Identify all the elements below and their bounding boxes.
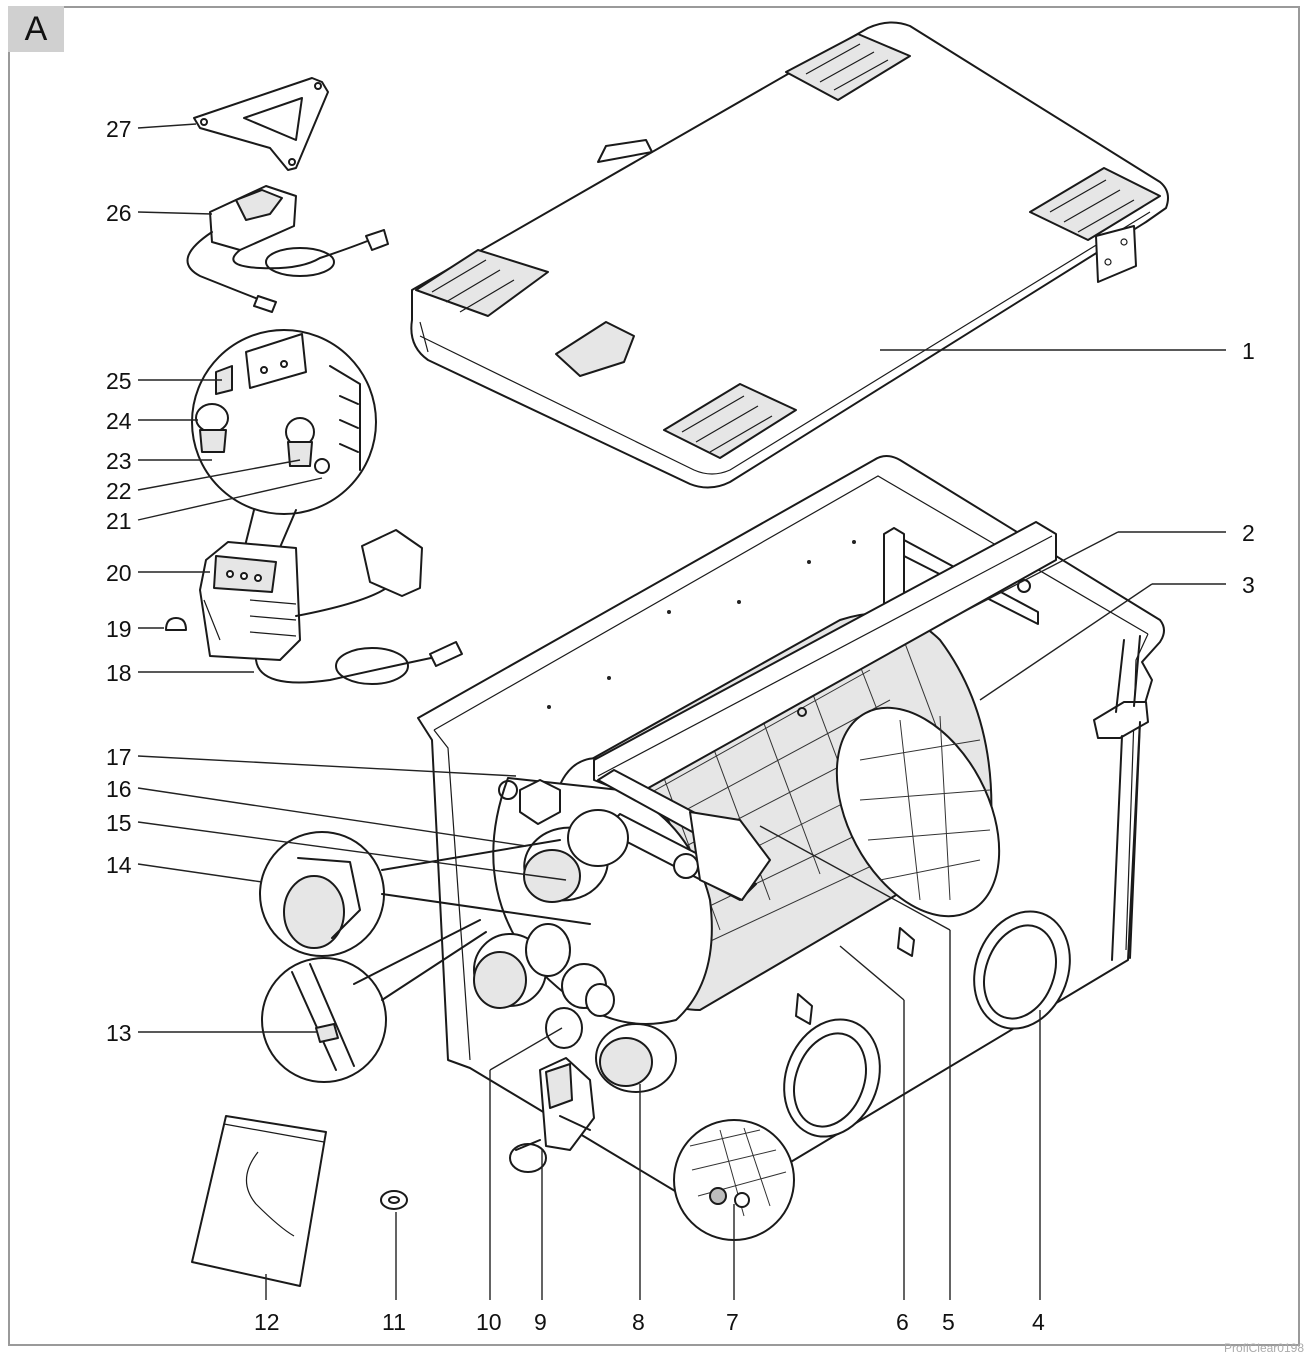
inlet-pipes bbox=[473, 809, 677, 1093]
callout-5: 5 bbox=[942, 1309, 955, 1335]
callout-19: 19 bbox=[106, 616, 132, 642]
figure-frame bbox=[8, 6, 1300, 1346]
support-bracket bbox=[897, 927, 915, 957]
callout-10: 10 bbox=[476, 1309, 502, 1335]
callout-23: 23 bbox=[106, 448, 132, 474]
detail-inset-13 bbox=[261, 919, 487, 1083]
callout-24: 24 bbox=[106, 408, 132, 434]
wall-bracket bbox=[193, 77, 329, 171]
callout-3: 3 bbox=[1242, 572, 1255, 598]
panel-tag: A bbox=[8, 6, 64, 52]
callout-21: 21 bbox=[106, 508, 132, 534]
callout-labels: 1 2 3 4 5 6 7 8 9 10 11 12 13 14 15 16 1… bbox=[106, 116, 1255, 1335]
callout-4: 4 bbox=[1032, 1309, 1045, 1335]
callout-26: 26 bbox=[106, 200, 132, 226]
callout-15: 15 bbox=[106, 810, 132, 836]
callout-20: 20 bbox=[106, 560, 132, 586]
accessory-bag bbox=[191, 1115, 327, 1287]
callout-27: 27 bbox=[106, 116, 132, 142]
control-unit bbox=[199, 529, 463, 685]
leader-lines bbox=[137, 123, 1226, 1300]
callout-11: 11 bbox=[382, 1309, 406, 1335]
detail-inset-7 bbox=[673, 1119, 795, 1241]
outlet-pipes bbox=[783, 910, 1071, 1138]
callout-2: 2 bbox=[1242, 520, 1255, 546]
callout-13: 13 bbox=[106, 1020, 132, 1046]
callout-17: 17 bbox=[106, 744, 132, 770]
power-supply bbox=[186, 185, 389, 313]
support-bracket bbox=[795, 993, 813, 1025]
callout-22: 22 bbox=[106, 478, 132, 504]
callout-14: 14 bbox=[106, 852, 132, 878]
image-credit: ProfiClear0198 bbox=[1223, 1341, 1304, 1355]
lid bbox=[410, 21, 1169, 489]
callout-1: 1 bbox=[1242, 338, 1255, 364]
callout-6: 6 bbox=[896, 1309, 909, 1335]
detail-inset-controller bbox=[191, 329, 377, 567]
callout-8: 8 bbox=[632, 1309, 645, 1335]
callout-16: 16 bbox=[106, 776, 132, 802]
sensor-cap bbox=[165, 617, 187, 631]
callout-9: 9 bbox=[534, 1309, 547, 1335]
callout-12: 12 bbox=[254, 1309, 280, 1335]
seal-washer bbox=[380, 1190, 408, 1210]
detail-inset-14 bbox=[259, 831, 591, 957]
callout-7: 7 bbox=[726, 1309, 739, 1335]
callout-18: 18 bbox=[106, 660, 132, 686]
callout-25: 25 bbox=[106, 368, 132, 394]
slide-valve bbox=[509, 1057, 595, 1173]
